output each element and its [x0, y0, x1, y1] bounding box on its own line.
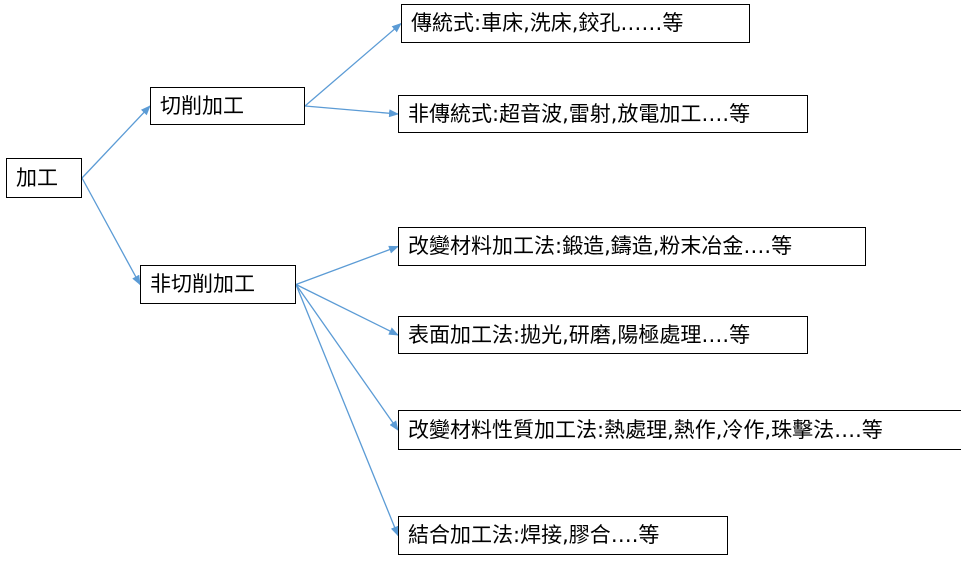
connector-cutting-to-non_traditional	[304, 105, 399, 118]
connector-non_cutting-to-surface	[295, 283, 399, 336]
connector-non_cutting-to-joining	[295, 284, 399, 537]
connector-root-to-cutting	[81, 105, 151, 179]
node-non-cutting: 非切削加工	[140, 265, 296, 304]
connector-non_cutting-to-property_change	[295, 284, 399, 431]
node-label: 結合加工法:焊接,膠合….等	[408, 523, 660, 547]
node-surface: 表面加工法:拋光,研磨,陽極處理….等	[398, 316, 808, 354]
node-processing: 加工	[6, 158, 82, 198]
connector-non_cutting-to-material_change	[295, 245, 399, 286]
node-non-traditional: 非傳統式:超音波,雷射,放電加工….等	[398, 95, 808, 133]
node-cutting: 切削加工	[150, 87, 305, 125]
node-label: 表面加工法:拋光,研磨,陽極處理….等	[408, 322, 751, 347]
node-traditional: 傳統式:車床,洗床,鉸孔……等	[401, 4, 750, 43]
node-property-change: 改變材料性質加工法:熱處理,熱作,冷作,珠擊法….等	[398, 410, 961, 450]
connector-root-to-non_cutting	[81, 177, 141, 286]
node-label: 改變材料加工法:鍛造,鑄造,粉末冶金….等	[408, 234, 793, 258]
node-joining: 結合加工法:焊接,膠合….等	[398, 516, 728, 555]
node-material-change: 改變材料加工法:鍛造,鑄造,粉末冶金….等	[398, 227, 866, 266]
node-label: 非傳統式:超音波,雷射,放電加工….等	[408, 101, 751, 126]
node-label: 切削加工	[160, 93, 244, 118]
node-label: 改變材料性質加工法:熱處理,熱作,冷作,珠擊法….等	[408, 417, 883, 442]
node-label: 非切削加工	[150, 272, 255, 296]
node-label: 加工	[16, 165, 58, 190]
connector-cutting-to-traditional	[304, 22, 402, 107]
node-label: 傳統式:車床,洗床,鉸孔……等	[411, 11, 684, 35]
